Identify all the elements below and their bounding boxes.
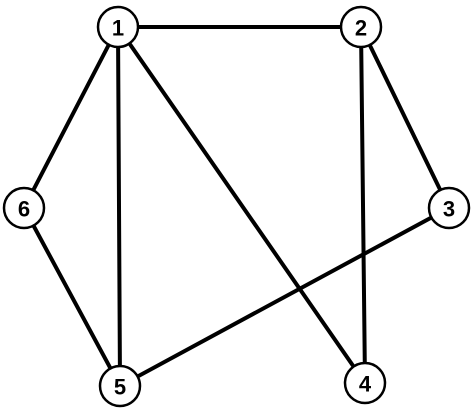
node-5-circle: [98, 364, 142, 408]
node-5-label: 5: [114, 375, 126, 400]
node-1-label: 1: [112, 16, 124, 41]
node-4-label: 4: [359, 372, 372, 397]
nodes-layer: 1 2 3 4 5 6: [2, 5, 471, 408]
edge-1-4: [116, 25, 367, 385]
node-2-circle: [339, 5, 383, 49]
edge-2-4: [359, 25, 367, 385]
node-6-label: 6: [18, 197, 30, 222]
edge-1-6: [22, 25, 120, 210]
edges-layer: [22, 25, 451, 388]
node-3-label: 3: [443, 197, 455, 222]
node-2: 2: [339, 5, 383, 49]
node-2-label: 2: [355, 16, 367, 41]
edge-6-5: [22, 206, 122, 388]
node-6-circle: [2, 186, 46, 230]
node-3: 3: [427, 186, 471, 230]
node-6: 6: [2, 186, 46, 230]
node-1-circle: [96, 5, 140, 49]
node-4-circle: [343, 361, 387, 405]
node-5: 5: [98, 364, 142, 408]
edge-3-5: [118, 206, 451, 388]
node-3-circle: [427, 186, 471, 230]
edge-1-5: [116, 25, 122, 388]
node-4: 4: [343, 361, 387, 405]
node-1: 1: [96, 5, 140, 49]
edge-2-3: [359, 25, 451, 210]
